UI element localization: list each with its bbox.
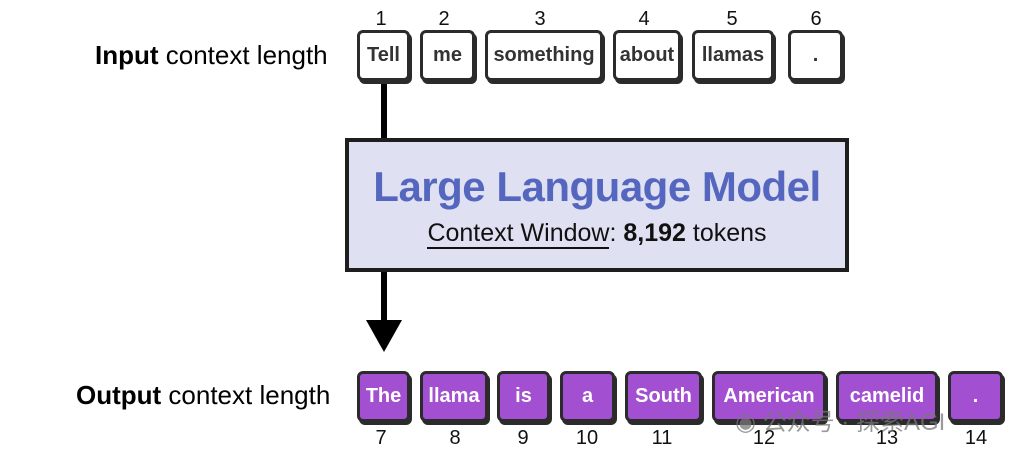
output-context-label: Output context length	[76, 380, 330, 411]
output-label-rest: context length	[161, 380, 331, 410]
output-token: llama	[420, 371, 488, 422]
input-token: Tell	[357, 30, 410, 81]
input-label-rest: context length	[158, 40, 328, 70]
output-token: South	[625, 371, 702, 422]
input-context-label: Input context length	[95, 40, 328, 71]
output-token-number: 8	[449, 427, 461, 449]
llm-box: Large Language Model Context Window: 8,1…	[345, 138, 849, 272]
input-token: something	[485, 30, 603, 81]
output-token-number: 13	[875, 427, 899, 449]
wechat-icon: ◉	[735, 409, 756, 436]
output-token-number: 12	[752, 427, 776, 449]
input-token-number: 4	[638, 8, 650, 30]
context-window-colon: :	[609, 218, 624, 247]
input-token-number: 2	[438, 8, 450, 30]
output-label-bold: Output	[76, 380, 162, 410]
input-token: llamas	[692, 30, 774, 81]
output-token: The	[357, 371, 410, 422]
output-token-number: 9	[517, 427, 529, 449]
output-token: American	[712, 371, 826, 422]
input-token: about	[613, 30, 681, 81]
input-token-number: 6	[810, 8, 822, 30]
context-window-unit: tokens	[685, 218, 767, 247]
model-to-output-arrowhead	[366, 320, 402, 352]
output-token: camelid	[836, 371, 938, 422]
input-label-bold: Input	[95, 40, 159, 70]
context-window-line: Context Window: 8,192 tokens	[427, 218, 767, 249]
input-token-number: 5	[726, 8, 738, 30]
watermark-text: 公众号 · 探索AGI	[762, 409, 946, 436]
input-token-number: 3	[534, 8, 546, 30]
input-token: me	[420, 30, 475, 81]
output-token-number: 11	[651, 427, 673, 449]
output-token-number: 10	[575, 427, 599, 449]
output-token: is	[497, 371, 550, 422]
input-token: .	[788, 30, 843, 81]
watermark: ◉ 公众号 · 探索AGI	[735, 402, 945, 437]
context-window-value: 8,192	[623, 218, 686, 247]
output-token: .	[948, 371, 1003, 422]
llm-title: Large Language Model	[373, 162, 821, 210]
output-token-number: 14	[964, 427, 988, 449]
output-token: a	[560, 371, 615, 422]
context-window-label: Context Window	[427, 218, 610, 249]
output-token-number: 7	[375, 427, 387, 449]
input-token-number: 1	[375, 8, 387, 30]
